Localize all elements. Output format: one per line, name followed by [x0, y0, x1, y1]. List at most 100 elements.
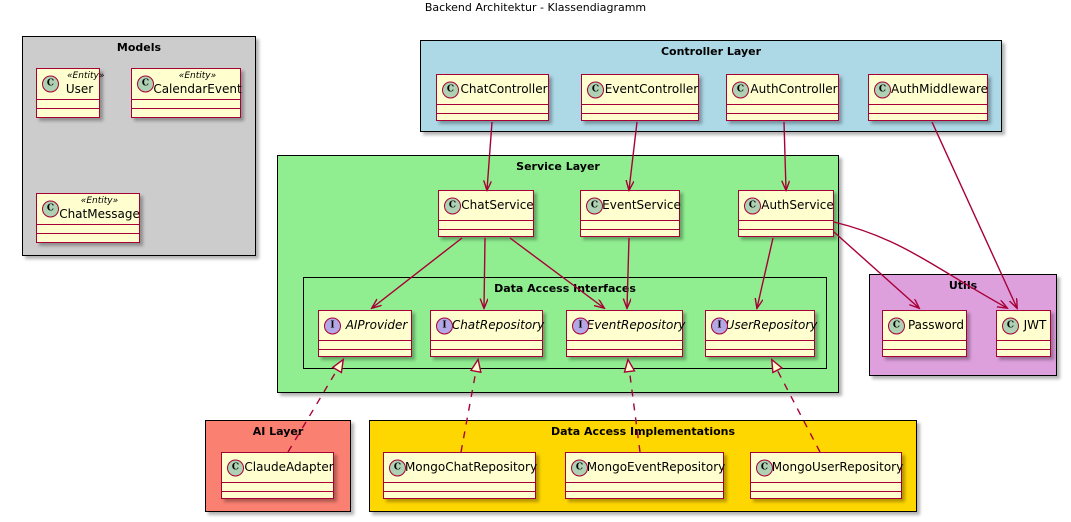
class-name: EventRepository [586, 318, 686, 332]
class-badge-icon: C [744, 197, 761, 214]
class-operations-compartment [727, 114, 838, 123]
class-name: MongoChatRepository [404, 460, 538, 474]
class-name: EventService [602, 198, 681, 212]
class-name: MongoUserRepository [771, 460, 904, 474]
class-name: MongoEventRepository [586, 460, 726, 474]
class-header: C«Entity»CalendarEvent [132, 69, 242, 100]
class-operations-compartment [706, 350, 814, 359]
interface-aiprovider[interactable]: I AIProvider [318, 310, 412, 357]
class-operations-compartment [132, 109, 240, 118]
class-attributes-compartment [706, 341, 814, 350]
class-name: User [65, 82, 94, 96]
interface-badge-icon: I [324, 317, 341, 334]
class-badge-icon: C [1002, 317, 1019, 334]
class-name: AuthController [750, 82, 838, 96]
page-title: Backend Architektur - Klassendiagramm [424, 1, 647, 14]
package-title: Utils [948, 279, 978, 292]
class-header: C«Entity»ChatMessage [37, 194, 140, 225]
class-attributes-compartment [319, 341, 411, 350]
class-name: AuthMiddleware [891, 82, 988, 96]
class-user[interactable]: C «Entity»User [36, 68, 105, 118]
class-attributes-compartment [431, 341, 542, 350]
class-operations-compartment [319, 350, 411, 359]
class-attributes-compartment [566, 483, 723, 492]
class-badge-icon: C [442, 81, 459, 98]
package-title: Models [116, 41, 162, 54]
class-badge-icon: C [42, 200, 59, 218]
class-badge-icon: C [571, 459, 588, 476]
class-operations-compartment [384, 492, 535, 501]
package-title: Service Layer [516, 160, 600, 173]
class-attributes-compartment [567, 341, 682, 350]
class-name: AIProvider [345, 318, 408, 332]
class-stereotype: «Entity» [67, 71, 105, 81]
class-badge-icon: C [587, 81, 604, 98]
class-attributes-compartment [439, 221, 533, 230]
class-name: UserRepository [725, 318, 818, 332]
package-title: Data Access Implementations [550, 425, 736, 438]
class-operations-compartment [997, 350, 1050, 359]
class-attributes-compartment [751, 483, 901, 492]
class-name: AuthService [761, 198, 834, 212]
class-chatmessage[interactable]: C«Entity»ChatMessage [36, 193, 140, 243]
class-operations-compartment [567, 350, 682, 359]
package-title: Controller Layer [660, 45, 762, 58]
class-attributes-compartment [437, 105, 548, 114]
class-badge-icon: C [42, 75, 59, 93]
class-attributes-compartment [739, 221, 833, 230]
class-calendarevent[interactable]: C«Entity»CalendarEvent [131, 68, 242, 118]
class-name: CalendarEvent [153, 82, 242, 96]
class-operations-compartment [869, 114, 987, 123]
class-attributes-compartment [384, 483, 535, 492]
class-header: C «Entity»User [37, 69, 105, 100]
class-name: Password [907, 318, 965, 332]
class-stereotype: «Entity» [178, 71, 217, 81]
class-badge-icon: C [227, 459, 244, 476]
class-operations-compartment [582, 114, 698, 123]
class-operations-compartment [37, 109, 99, 118]
class-badge-icon: C [389, 459, 406, 476]
class-attributes-compartment [727, 105, 838, 114]
class-operations-compartment [581, 230, 679, 239]
class-header: I AIProvider [319, 311, 411, 341]
class-operations-compartment [439, 230, 533, 239]
class-name: ChatController [460, 82, 548, 96]
class-operations-compartment [751, 492, 901, 501]
class-badge-icon: C [874, 81, 891, 98]
class-name: ClaudeAdapter [244, 460, 334, 474]
class-name: EventController [604, 82, 699, 96]
class-name: ChatRepository [451, 318, 545, 332]
class-operations-compartment [739, 230, 833, 239]
class-badge-icon: C [888, 317, 905, 334]
